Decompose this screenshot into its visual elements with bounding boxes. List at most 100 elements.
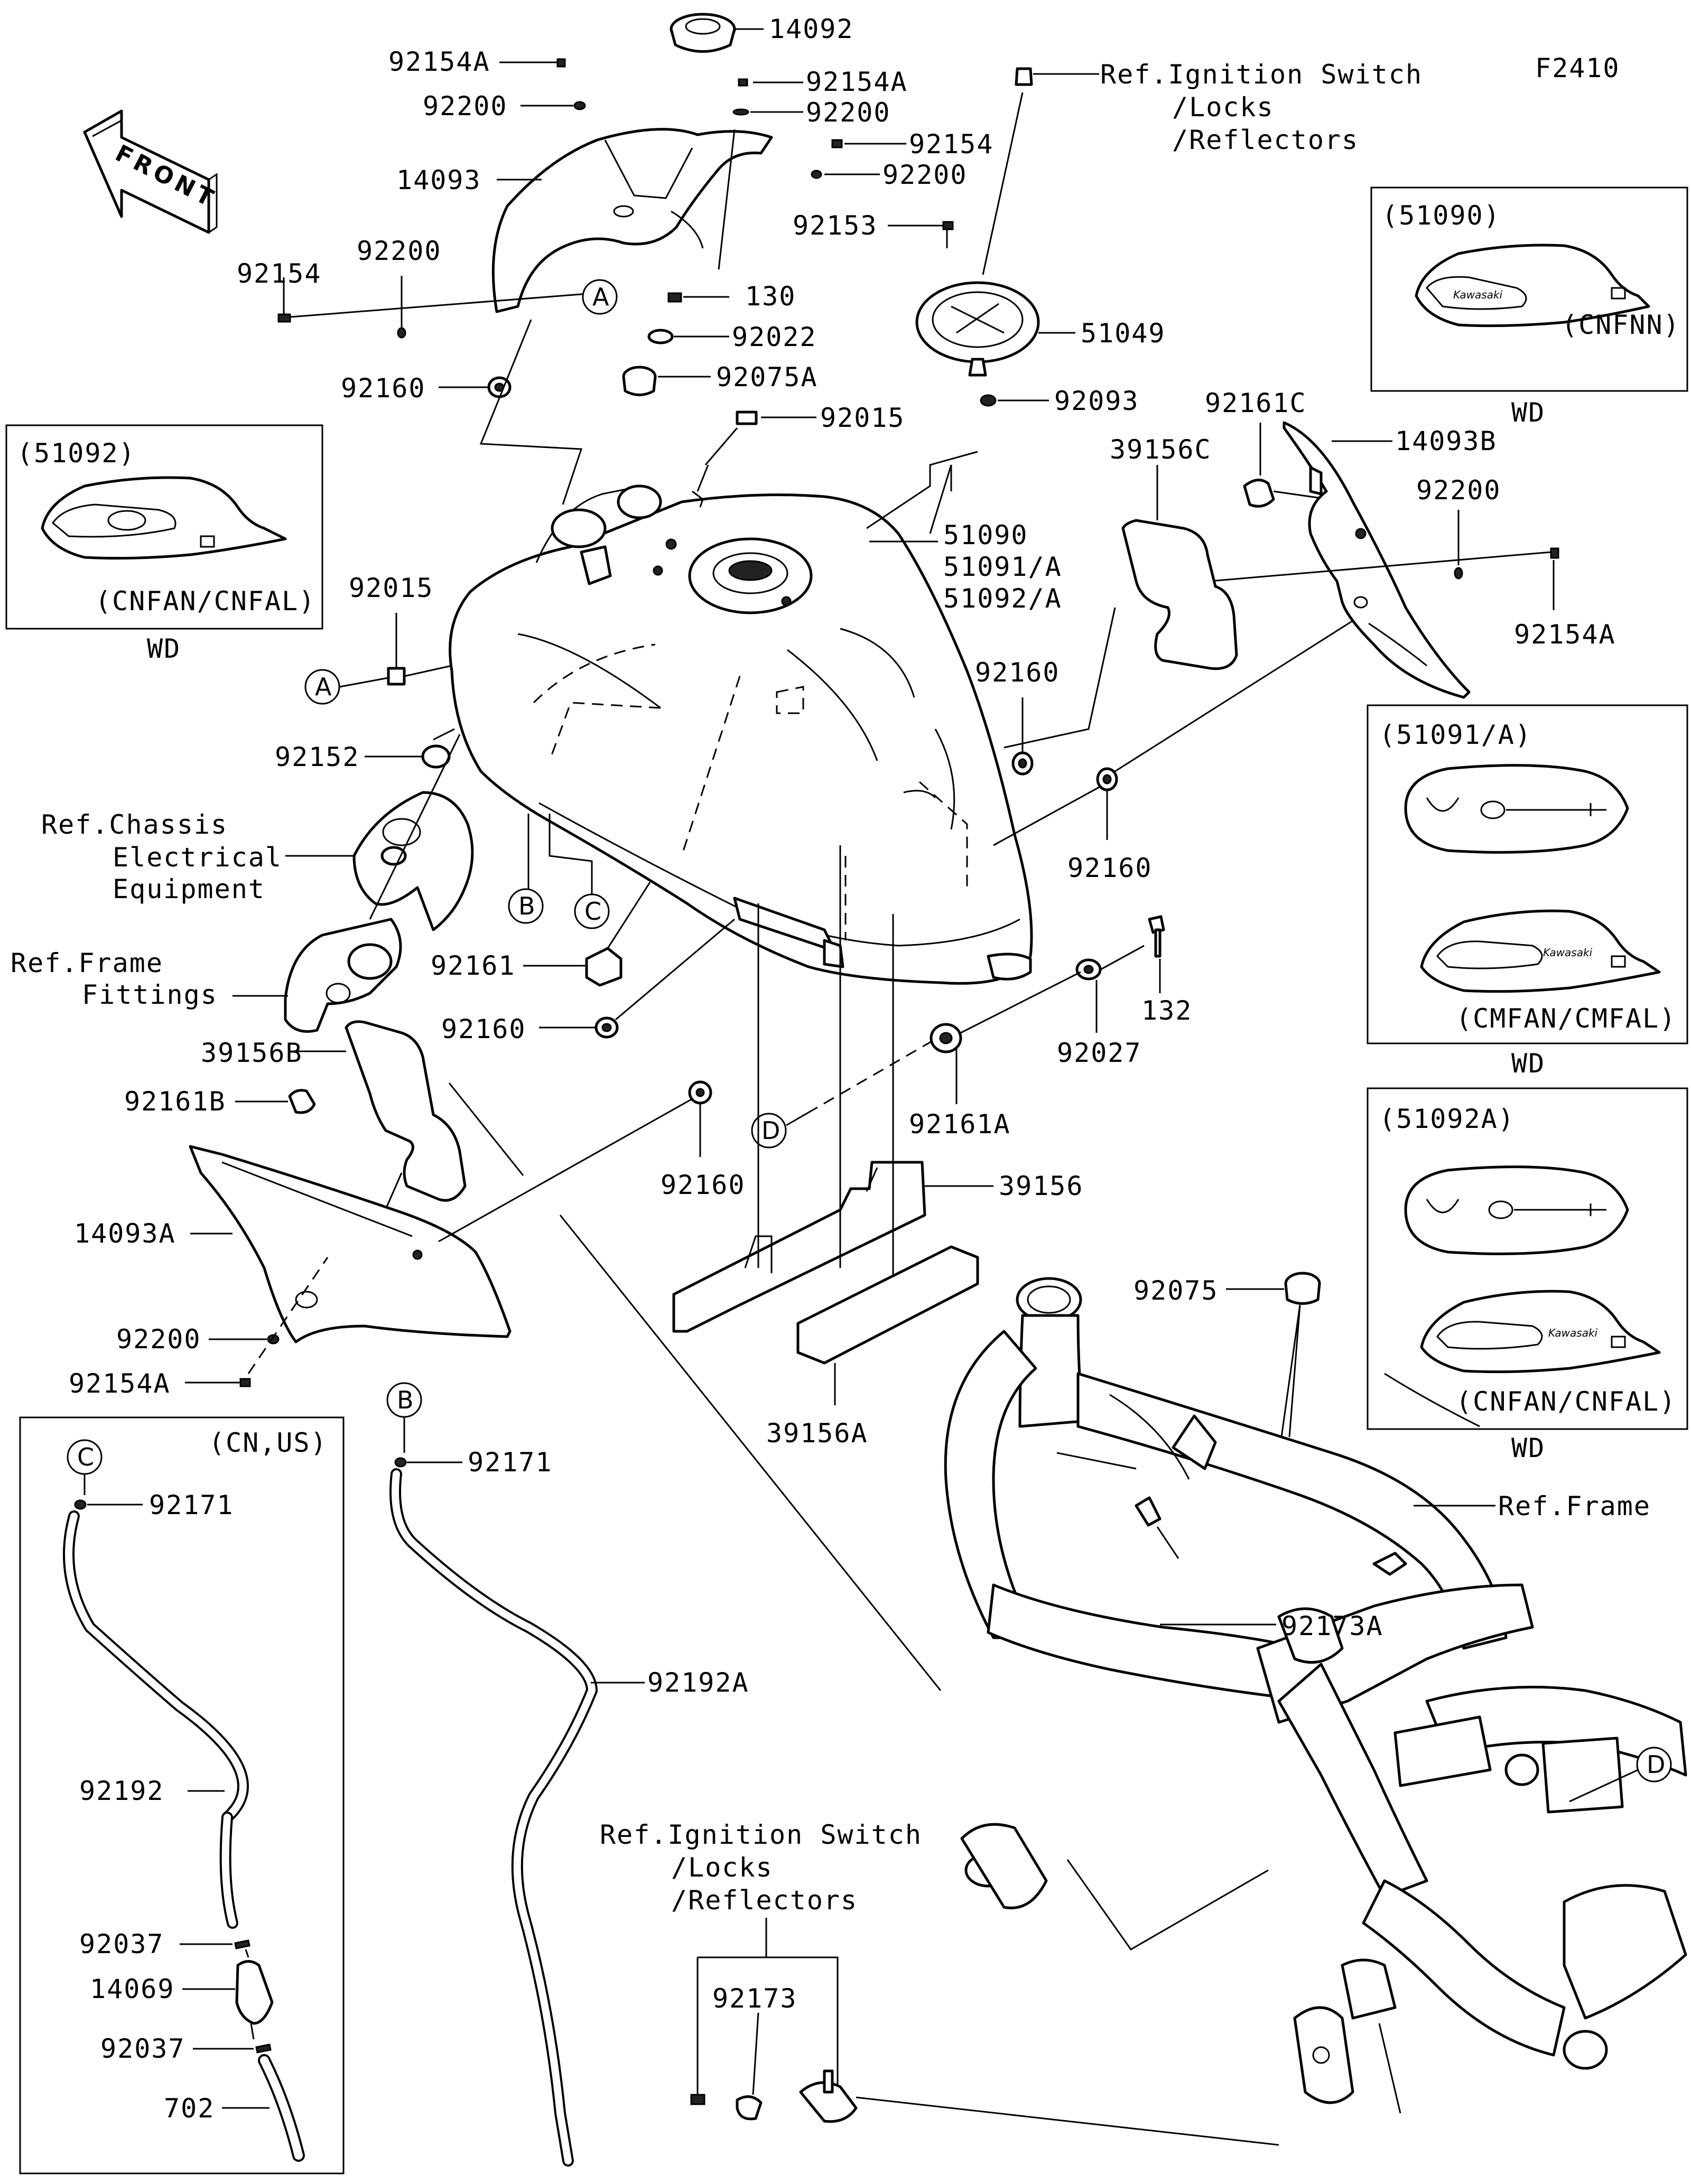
- inset-cnfnn-variant: (CNFNN): [1562, 310, 1680, 340]
- inset-cnfan-left-code: (51092): [17, 438, 136, 469]
- figure-code: F2410: [1535, 53, 1620, 83]
- ref-chassis-line2: Electrical: [113, 842, 282, 873]
- inset-cmfan-box: [1367, 704, 1688, 1044]
- inset-cnfan-right-badge: Kawasaki: [1548, 1327, 1598, 1339]
- washer-92200-mid2: [811, 170, 880, 179]
- inset-cmfan-badge: Kawasaki: [1543, 946, 1593, 959]
- callout-A-top: A: [592, 283, 609, 311]
- bolt-92154-left: [277, 277, 595, 323]
- part-label-92154-mid: 92154: [909, 129, 994, 160]
- ref-ignition-bottom-line3: /Reflectors: [671, 1885, 858, 1916]
- grommet-92075: [1226, 1272, 1321, 1438]
- hose-92192: [63, 1510, 249, 1929]
- part-label-92075A: 92075A: [716, 362, 818, 393]
- part-label-92200-mid2: 92200: [882, 160, 968, 190]
- part-label-92161A: 92161A: [909, 1109, 1011, 1140]
- part-label-39156: 39156: [999, 1171, 1084, 1201]
- hose-clamp-92037-b: [193, 2043, 272, 2054]
- part-label-92200-topleft: 92200: [423, 91, 508, 122]
- part-label-92160-mid: 92160: [975, 657, 1060, 688]
- callout-B-hose: B: [397, 1386, 414, 1414]
- ignition-key-part: [982, 67, 1099, 275]
- part-label-92160-right: 92160: [1067, 853, 1153, 883]
- ref-chassis-line1: Ref.Chassis: [41, 809, 228, 840]
- part-label-51049: 51049: [1081, 318, 1166, 349]
- part-label-92015-top: 92015: [820, 403, 905, 433]
- pad-39156B: [296, 1020, 467, 1202]
- inset-cnfan-right-box: [1367, 1087, 1688, 1430]
- grommet-92152: [365, 728, 455, 769]
- inset-cmfan-wd: WD: [1511, 1048, 1545, 1079]
- tank-cover-14093: [491, 128, 773, 313]
- grommet-92160-low: [539, 918, 735, 1039]
- fuel-tank-main: [449, 484, 1033, 985]
- part-label-92192A: 92192A: [647, 1667, 749, 1698]
- washer-92093: [980, 394, 1049, 407]
- ref-chassis-line3: Equipment: [113, 874, 265, 904]
- part-label-92171-b: 92171: [468, 1447, 553, 1478]
- inset-cmfan-tank-side: Kawasaki: [1420, 909, 1661, 993]
- part-label-92200-right: 92200: [1416, 475, 1501, 506]
- part-label-92027: 92027: [1057, 1038, 1142, 1068]
- part-label-92200-bottomleft: 92200: [116, 1324, 201, 1355]
- part-label-39156B: 39156B: [201, 1038, 303, 1068]
- part-label-92037-b: 92037: [100, 2033, 185, 2064]
- part-label-92037-a: 92037: [79, 1929, 164, 1959]
- inset-cnfan-right-tank-side: Kawasaki: [1420, 1290, 1661, 1374]
- bolt-132: [1148, 915, 1165, 993]
- hose-region-label: (CN,US): [209, 1427, 328, 1458]
- part-label-14093A: 14093A: [74, 1218, 176, 1249]
- bolt-92154A-bottomleft: [185, 1257, 329, 1387]
- inset-cnfnn-wd: WD: [1511, 397, 1545, 428]
- grommet-92160-bottom: [688, 1080, 712, 1157]
- hose-702: [222, 2054, 305, 2162]
- inset-cmfan-tank-top: [1404, 764, 1629, 854]
- grommet-92161B: [235, 1089, 316, 1114]
- grommet-92160-right: [993, 620, 1353, 846]
- frame-assembly: [944, 1277, 1687, 2114]
- callout-B-tank: B: [518, 892, 535, 920]
- fuel-cap-assembly-51049: [915, 281, 1075, 377]
- part-label-39156A: 39156A: [766, 1418, 868, 1449]
- tank-cover-14093B: [1283, 421, 1471, 699]
- washer-92200-mid: [732, 108, 803, 116]
- part-label-92154-left: 92154: [237, 258, 322, 289]
- pad-92161: [523, 882, 651, 987]
- inset-cnfnn-code: (51090): [1382, 200, 1501, 231]
- hose-92192A: [389, 1468, 645, 2167]
- inset-cnfnn-badge: Kawasaki: [1453, 288, 1503, 301]
- part-label-92171-c: 92171: [149, 1490, 234, 1520]
- part-label-92160-left: 92160: [341, 373, 426, 404]
- inset-cnfan-left-tank: [41, 476, 287, 560]
- inset-cmfan-variant: (CMFAN/CMFAL): [1456, 1003, 1676, 1034]
- inset-cnfnn-tank: Kawasaki: [1415, 244, 1650, 328]
- inset-cnfan-right-code: (51092A): [1379, 1104, 1515, 1134]
- inset-cnfan-left-variant: (CNFAN/CNFAL): [95, 586, 315, 617]
- grommet-92075A: [622, 366, 711, 396]
- grommet-92160-mid: [1011, 697, 1034, 776]
- inset-cnfnn-box: [1370, 186, 1688, 392]
- washer-92022: [647, 329, 729, 344]
- electrical-bracket: [352, 791, 474, 931]
- hose-clamp-92171-b: [394, 1457, 462, 1468]
- pad-39156C: [1121, 465, 1238, 670]
- callout-A-left: A: [315, 673, 332, 701]
- bolt-92154A-mid: [738, 78, 803, 87]
- part-label-14093B: 14093B: [1395, 426, 1497, 456]
- inset-cnfan-left-box: [5, 424, 323, 630]
- bolt-92154A: [499, 58, 566, 68]
- part-label-92153: 92153: [793, 210, 878, 241]
- ref-ignition-top-line2: /Locks: [1172, 92, 1274, 123]
- part-label-51090: 51090: [943, 520, 1028, 550]
- grommet-92015-left: [339, 613, 452, 688]
- inset-cnfan-right-variant: (CNFAN/CNFAL): [1456, 1386, 1676, 1417]
- pad-39156A: [796, 1245, 979, 1405]
- part-label-92022: 92022: [732, 322, 817, 352]
- part-label-92161C: 92161C: [1205, 388, 1307, 418]
- ref-frame-fittings-line2: Fittings: [82, 979, 218, 1010]
- inset-cnfan-left-wd: WD: [147, 633, 181, 664]
- part-label-14092: 14092: [769, 14, 854, 44]
- fuel-cap-part: [670, 13, 764, 53]
- inset-cmfan-code: (51091/A): [1379, 720, 1532, 750]
